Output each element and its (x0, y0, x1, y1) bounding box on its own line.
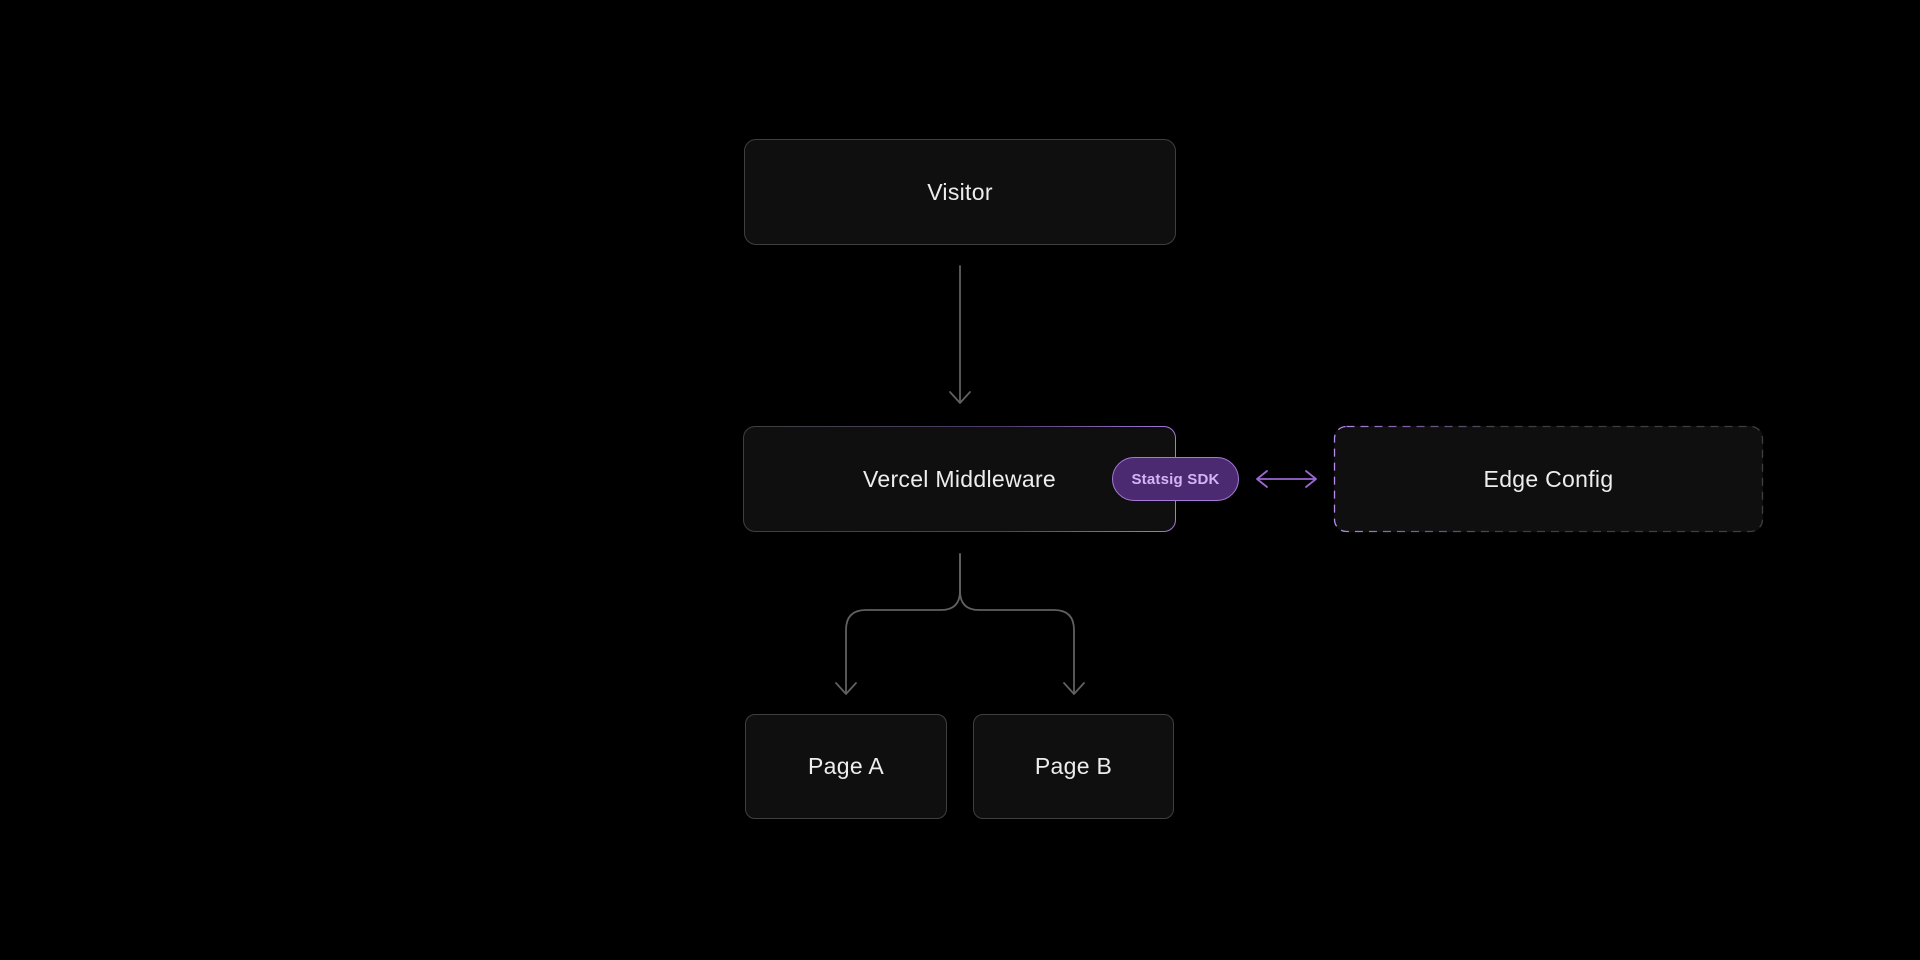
statsig-sdk-label: Statsig SDK (1131, 470, 1220, 488)
page-a-node: Page A (745, 714, 947, 819)
visitor-to-middleware-arrow (949, 265, 971, 404)
middleware-edge-config-double-arrow (1256, 470, 1317, 488)
vercel-middleware-node: Vercel Middleware (743, 426, 1176, 532)
page-b-arrowhead (1063, 682, 1085, 695)
statsig-sdk-badge: Statsig SDK (1112, 457, 1239, 501)
vercel-middleware-label: Vercel Middleware (862, 465, 1057, 492)
edge-config-node: Edge Config (1334, 426, 1763, 532)
visitor-label: Visitor (927, 178, 993, 205)
page-a-label: Page A (808, 753, 884, 779)
page-a-arrowhead (835, 682, 857, 695)
edge-config-label: Edge Config (1483, 465, 1614, 492)
page-b-label: Page B (1034, 753, 1113, 779)
visitor-node: Visitor (744, 139, 1176, 245)
page-b-node: Page B (973, 714, 1174, 819)
middleware-to-pages-fork (835, 553, 1085, 695)
